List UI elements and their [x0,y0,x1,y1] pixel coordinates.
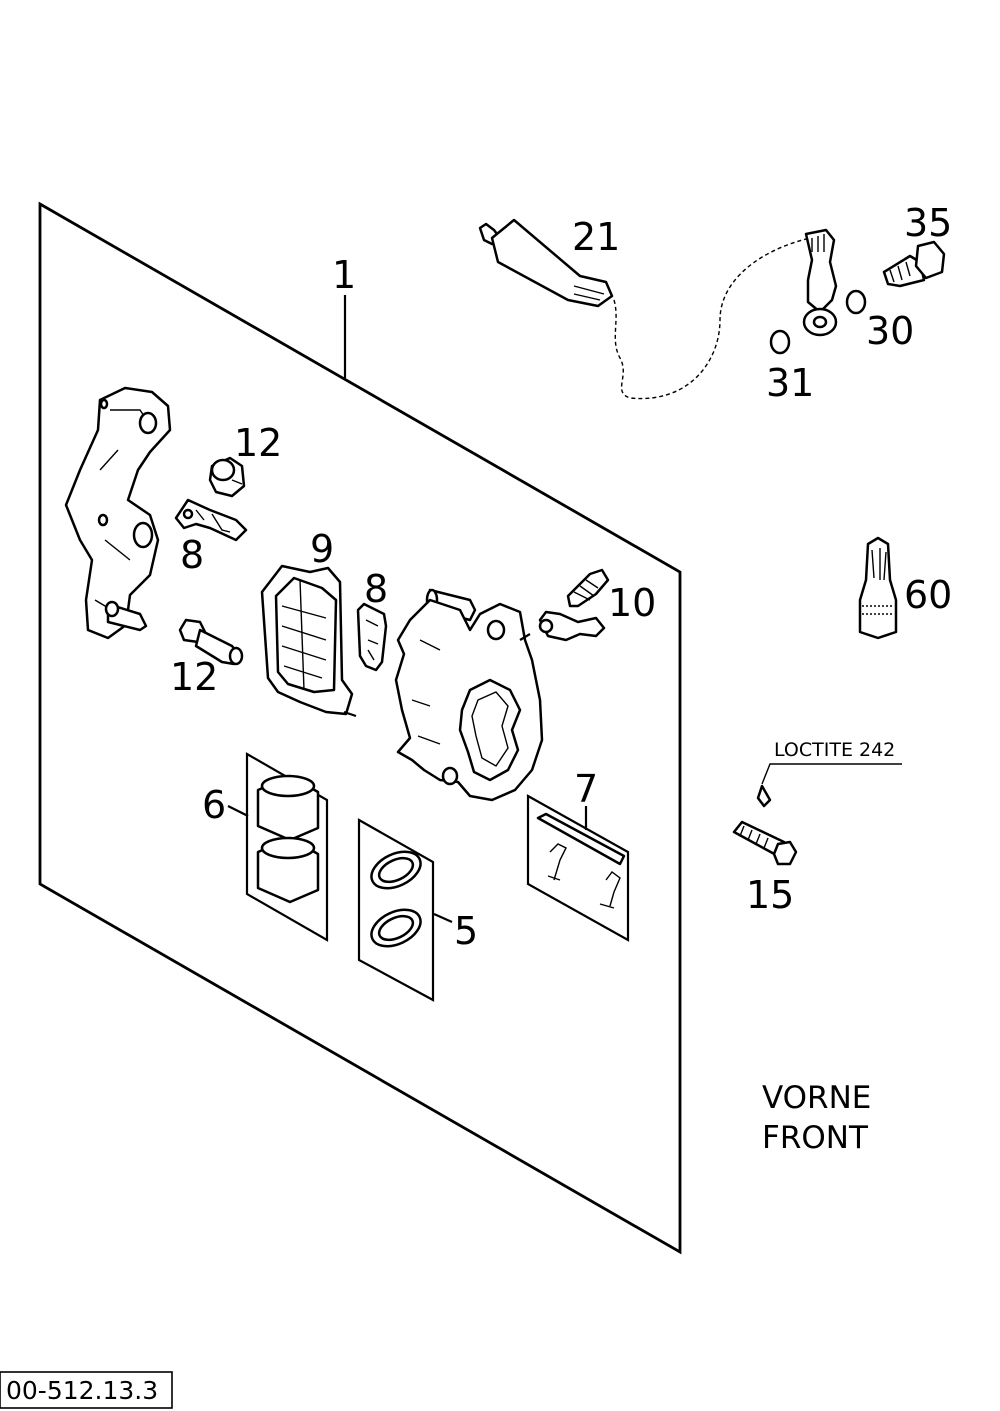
callout-8-top: 8 [180,533,204,577]
clip-8-top [174,498,248,542]
banjo-bolt-35 [882,240,946,288]
caliper-bracket [64,386,172,640]
callout-12-top: 12 [234,421,282,465]
seals-card-5 [357,818,453,1002]
bolt-15 [732,763,902,866]
callout-5: 5 [454,909,478,953]
callout-15: 15 [746,873,794,917]
spring-clip-8 [356,602,388,672]
kit-card-outline [38,201,682,1255]
callout-12-bottom: 12 [170,655,218,699]
callout-1: 1 [332,253,356,297]
callout-60: 60 [904,573,952,617]
pistons-card-6 [227,752,329,942]
caption-front: FRONT [762,1120,869,1156]
caption-vorne: VORNE [762,1080,871,1116]
brake-line-21 [478,218,811,400]
bushing-12-top [208,456,246,498]
callout-21: 21 [572,215,620,259]
drawing-code-box [0,1371,173,1409]
callout-30: 30 [866,309,914,353]
pin-kit-card-7 [526,794,630,942]
loctite-bottle-60 [858,536,898,640]
callout-6: 6 [202,783,226,827]
callout-7: 7 [574,767,598,811]
washer-30 [845,289,867,315]
banjo-fitting [802,228,838,337]
caliper-body [394,588,544,802]
brake-pads-9 [260,564,357,718]
loctite-label: LOCTITE 242 [774,739,895,761]
callout-35: 35 [904,201,952,245]
callout-9: 9 [310,527,334,571]
callout-10: 10 [608,581,656,625]
bleeder-valve-10 [538,568,610,642]
callout-31: 31 [766,361,814,405]
washer-31 [769,329,791,355]
pin-bolt-12 [178,618,244,666]
callout-8-right: 8 [364,567,388,611]
drawing-code: 00-512.13.3 [6,1376,158,1405]
